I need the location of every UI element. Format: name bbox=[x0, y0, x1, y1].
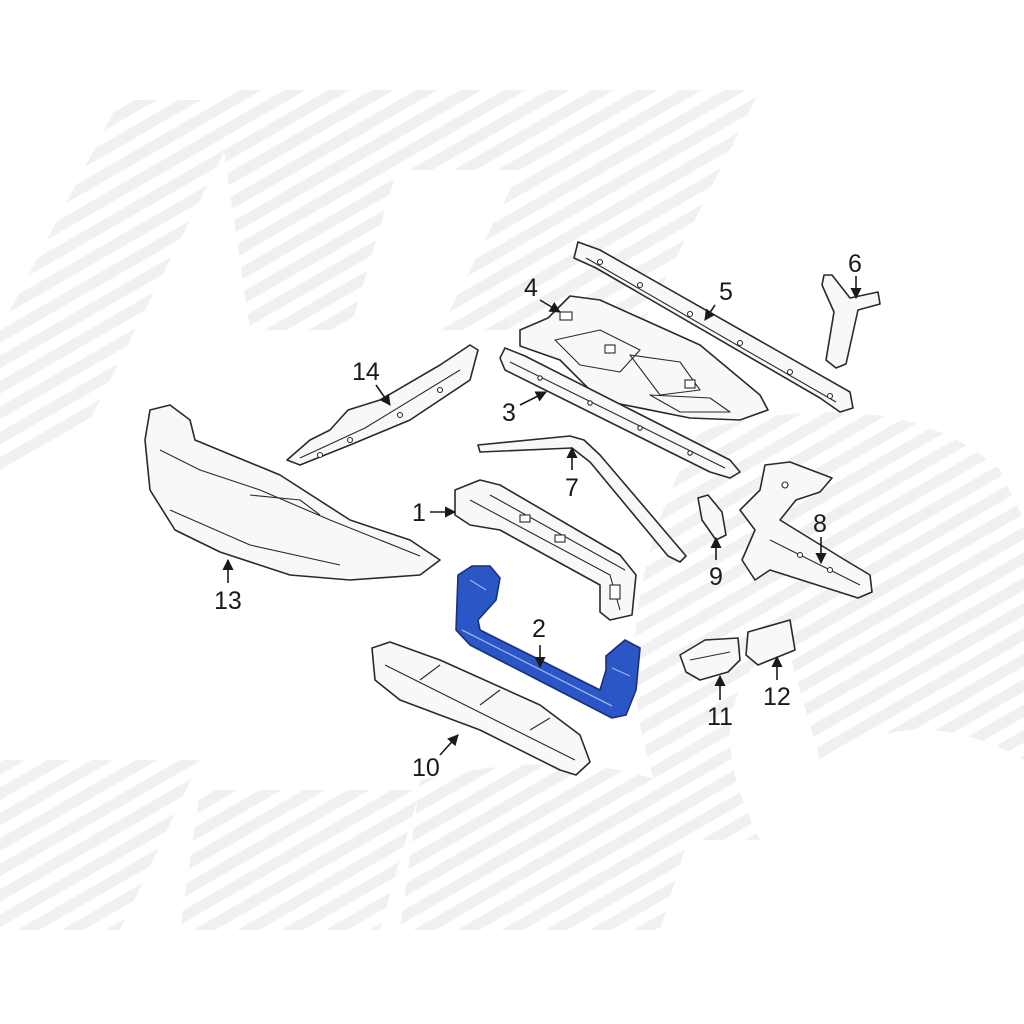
callout-10: 10 bbox=[412, 754, 440, 782]
leader-3 bbox=[519, 391, 548, 406]
callout-13: 13 bbox=[214, 587, 242, 615]
callout-3: 3 bbox=[502, 399, 516, 427]
callout-2: 2 bbox=[532, 615, 546, 643]
part-14-deflector bbox=[286, 344, 479, 466]
callout-6: 6 bbox=[848, 250, 862, 278]
callout-labels: 1 2 3 4 5 6 7 8 9 10 11 12 13 14 bbox=[214, 250, 862, 782]
callout-14: 14 bbox=[352, 358, 380, 386]
part-6-bracket bbox=[821, 274, 881, 369]
callout-5: 5 bbox=[719, 278, 733, 306]
leader-lines bbox=[222, 276, 862, 756]
callout-9: 9 bbox=[709, 563, 723, 591]
callout-7: 7 bbox=[565, 474, 579, 502]
leader-14 bbox=[375, 384, 391, 406]
leader-4 bbox=[539, 299, 561, 313]
watermark bbox=[0, 90, 1024, 930]
callout-12: 12 bbox=[763, 683, 791, 711]
part-8-side-bracket bbox=[739, 461, 873, 599]
callout-11: 11 bbox=[707, 703, 733, 731]
part-10-absorber bbox=[371, 641, 591, 776]
part-3-cross-member bbox=[499, 347, 741, 479]
callout-1: 1 bbox=[412, 499, 426, 527]
part-9-clip bbox=[697, 494, 727, 541]
part-5-upper-tie-bar bbox=[573, 241, 854, 413]
callout-8: 8 bbox=[813, 510, 827, 538]
part-13-lower-shield bbox=[144, 404, 441, 581]
part-11-lower-bracket bbox=[679, 637, 741, 681]
leader-10 bbox=[439, 734, 459, 756]
part-1-frame bbox=[454, 479, 637, 621]
callout-4: 4 bbox=[524, 274, 538, 302]
leader-5 bbox=[704, 304, 716, 321]
part-4-upper-panel bbox=[519, 295, 769, 421]
part-7-brace bbox=[477, 435, 687, 563]
